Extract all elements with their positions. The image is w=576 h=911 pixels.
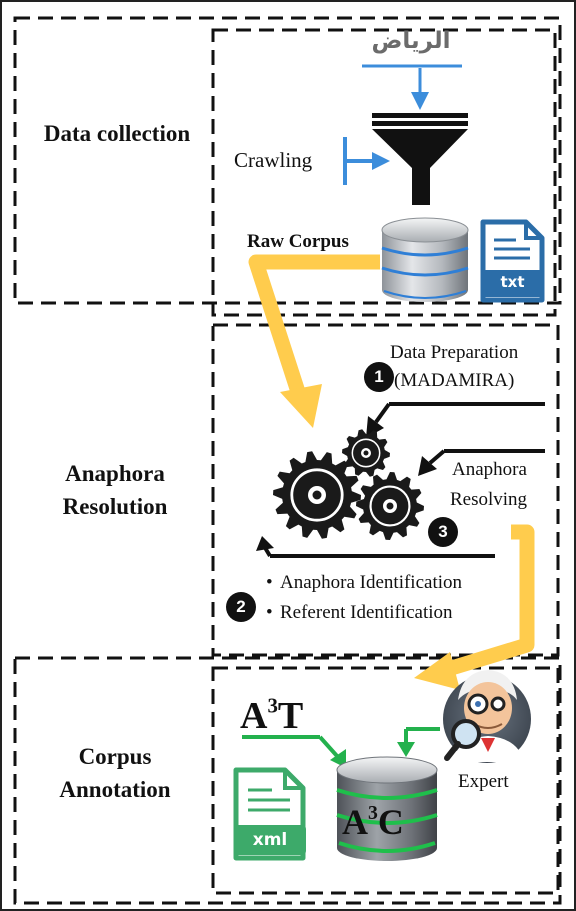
section-title-data-collection: Data collection — [22, 117, 212, 150]
expert-avatar-icon — [443, 670, 531, 763]
source-logo: الرياض — [371, 28, 451, 54]
bullet-referent-identification: Referent Identification — [280, 602, 453, 623]
step2-bullet-list: • Anaphora Identification • Referent Ident… — [266, 568, 462, 628]
data-collection-label: Data collection — [43, 121, 191, 146]
step1-label-line1: Data Preparation — [390, 342, 519, 363]
txt-file-tag: txt — [500, 273, 525, 291]
corpus-label-letter: A — [342, 802, 368, 842]
a3t-tool-label: A3T — [240, 694, 303, 738]
gear-large — [273, 451, 361, 539]
raw-corpus-label: Raw Corpus — [247, 231, 349, 252]
green-arrow-tool-to-corpus — [242, 735, 346, 768]
crawling-label: Crawling — [234, 148, 313, 172]
funnel-icon — [372, 113, 468, 205]
blue-arrow-down — [411, 68, 429, 110]
anaphora-resolution-line2: Resolution — [62, 494, 168, 520]
step1-arrow — [366, 402, 545, 438]
a3c-database-icon — [336, 756, 438, 861]
bullet-dot: • — [266, 602, 273, 623]
step2-bullet-item: • Referent Identification — [266, 598, 462, 628]
corpus-annotation-line2: Annotation — [59, 777, 171, 803]
gear-small — [342, 429, 390, 477]
corpus-label-suffix: C — [377, 802, 404, 842]
xml-file-icon — [233, 767, 306, 861]
step3-label-line1: Anaphora — [452, 459, 527, 480]
txt-file-icon — [480, 219, 545, 303]
gears-icon — [273, 429, 424, 540]
anaphora-inner-box — [211, 323, 560, 657]
bullet-dot: • — [266, 572, 273, 593]
a3c-corpus-label: A3C — [342, 801, 404, 843]
bullet-anaphora-identification: Anaphora Identification — [280, 572, 463, 593]
step2-bullet-item: • Anaphora Identification — [266, 568, 462, 598]
flow-arrow-gears-to-annotation — [414, 524, 535, 690]
section-title-corpus-annotation: Corpus Annotation — [30, 740, 200, 807]
data-collection-inner-box — [211, 28, 557, 317]
step3-badge: 3 — [428, 517, 458, 547]
step3-arrow — [418, 449, 545, 476]
section-title-anaphora-resolution: Anaphora Resolution — [30, 457, 200, 524]
raw-corpus-database-icon — [381, 217, 469, 302]
green-arrow-expert-to-corpus — [397, 727, 440, 757]
anaphora-resolution-line1: Anaphora — [65, 461, 165, 486]
step2-badge: 2 — [226, 592, 256, 622]
flow-arrow-raw-to-gears — [248, 254, 380, 428]
step1-badge: 1 — [364, 362, 394, 392]
tool-label-suffix: T — [277, 695, 304, 737]
tool-label-sup: 3 — [267, 693, 278, 718]
crawling-arrow — [343, 137, 390, 185]
corpus-label-sup: 3 — [368, 802, 378, 825]
step1-label-line2: (MADAMIRA) — [394, 370, 515, 391]
annotation-box — [13, 656, 562, 905]
xml-file-tag: xml — [252, 830, 288, 850]
tool-label-letter: A — [240, 695, 268, 737]
annotation-inner-box — [211, 666, 560, 895]
step2-arrow — [256, 536, 495, 558]
corpus-annotation-line1: Corpus — [78, 744, 152, 769]
gear-medium — [356, 472, 424, 540]
step3-label-line2: Resolving — [450, 489, 528, 510]
expert-label: Expert — [458, 771, 509, 792]
